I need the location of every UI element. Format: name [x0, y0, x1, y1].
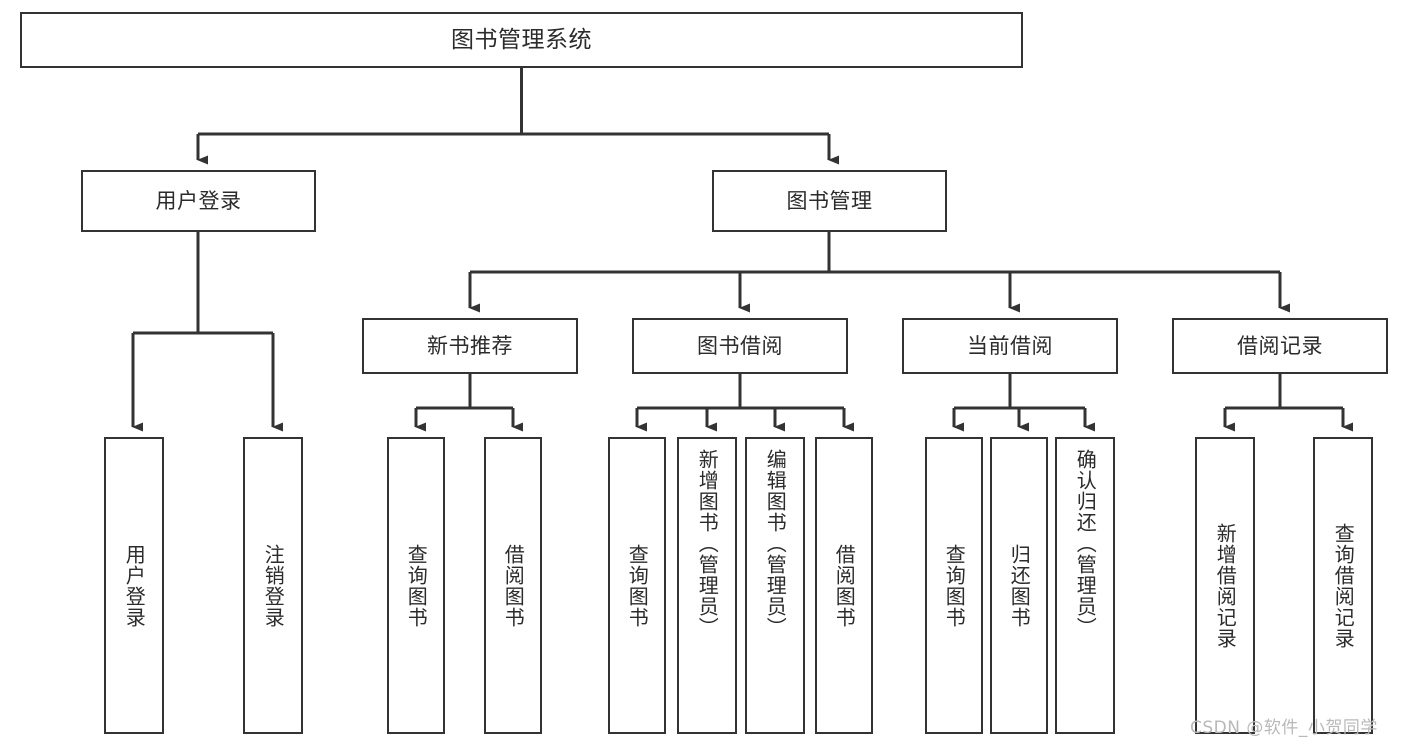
node-book-borrow[interactable]: 图书借阅: [632, 318, 848, 374]
node-label: 新书推荐: [427, 333, 513, 358]
leaf-query-borrow-record[interactable]: 查询借阅记录: [1313, 437, 1373, 734]
node-label: 借阅图书: [832, 543, 857, 628]
node-label: 注销登录: [261, 543, 286, 628]
node-label: 查询图书: [404, 543, 429, 628]
leaf-add-book-admin[interactable]: 新增图书（管理员）: [677, 437, 737, 734]
node-book-management[interactable]: 图书管理: [712, 170, 947, 232]
node-label: 借阅图书: [501, 543, 526, 628]
leaf-return-book[interactable]: 归还图书: [990, 437, 1048, 734]
node-borrow-record[interactable]: 借阅记录: [1172, 318, 1388, 374]
node-label: 用户登录: [155, 188, 242, 213]
node-label: 新增借阅记录: [1213, 522, 1238, 649]
node-root-system[interactable]: 图书管理系统: [20, 12, 1023, 68]
leaf-user-login[interactable]: 用户登录: [104, 437, 164, 734]
node-new-book-recommend[interactable]: 新书推荐: [362, 318, 578, 374]
leaf-add-borrow-record[interactable]: 新增借阅记录: [1195, 437, 1255, 734]
node-label: 编辑图书（管理员）: [763, 449, 788, 638]
node-user-login[interactable]: 用户登录: [81, 170, 316, 232]
node-label: 图书管理系统: [451, 26, 592, 53]
node-label: 新增图书（管理员）: [695, 449, 720, 638]
leaf-edit-book-admin[interactable]: 编辑图书（管理员）: [745, 437, 805, 734]
leaf-user-logout[interactable]: 注销登录: [243, 437, 303, 734]
leaf-confirm-return-admin[interactable]: 确认归还（管理员）: [1055, 437, 1115, 734]
node-label: 归还图书: [1007, 543, 1032, 628]
node-label: 查询图书: [625, 543, 650, 628]
node-current-borrow[interactable]: 当前借阅: [902, 318, 1118, 374]
node-label: 图书借阅: [697, 333, 783, 358]
node-label: 图书管理: [786, 188, 873, 213]
node-label: 查询借阅记录: [1331, 522, 1356, 649]
leaf-query-book-borrow[interactable]: 查询图书: [608, 437, 666, 734]
node-label: 用户登录: [122, 543, 147, 628]
leaf-borrow-book-recommend[interactable]: 借阅图书: [484, 437, 542, 734]
node-label: 当前借阅: [967, 333, 1053, 358]
node-label: 借阅记录: [1237, 333, 1323, 358]
leaf-borrow-book[interactable]: 借阅图书: [815, 437, 873, 734]
node-label: 查询图书: [942, 543, 967, 628]
node-label: 确认归还（管理员）: [1073, 449, 1098, 638]
leaf-query-book-current[interactable]: 查询图书: [925, 437, 983, 734]
csdn-watermark: CSDN @软件_小贺同学: [1190, 718, 1378, 738]
leaf-query-book-recommend[interactable]: 查询图书: [387, 437, 445, 734]
